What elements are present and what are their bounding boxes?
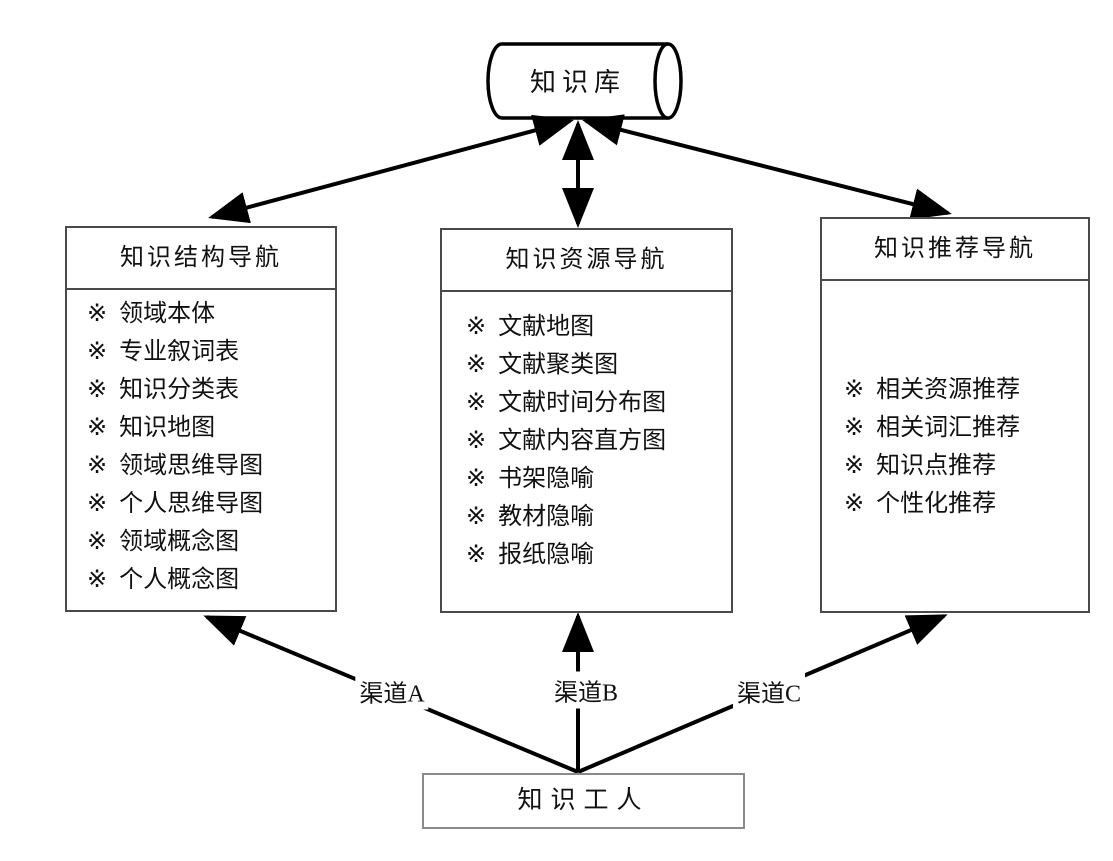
reference-mark-icon: ※ (466, 390, 487, 416)
list-item: ※ 书架隐喻 (466, 460, 731, 498)
list-item-label: 个人思维导图 (119, 491, 264, 517)
structure-navigation-box: 知识结构导航 ※ 领域本体 ※ 专业叙词表 ※ 知识分类表 ※ 知识地图 ※ 领域思维导图 ※ 个人思… (65, 226, 337, 612)
reference-mark-icon: ※ (87, 453, 108, 479)
list-item: ※ 相关资源推荐 (844, 371, 1088, 409)
knowledge-worker-label: 知识工人 (517, 787, 650, 814)
list-item: ※ 领域概念图 (87, 523, 335, 561)
list-item: ※ 文献时间分布图 (466, 384, 731, 422)
list-item: ※ 文献地图 (466, 308, 731, 346)
list-item-label: 个性化推荐 (876, 491, 997, 517)
list-item: ※ 领域本体 (87, 295, 335, 333)
knowledge-base-label: 知识库 (529, 68, 626, 97)
list-item-label: 专业叙词表 (119, 339, 240, 365)
list-item: ※ 文献内容直方图 (466, 422, 731, 460)
list-item-label: 领域概念图 (119, 529, 240, 555)
list-item-label: 文献内容直方图 (498, 428, 667, 454)
reference-mark-icon: ※ (87, 377, 108, 403)
list-item: ※ 报纸隐喻 (466, 536, 731, 574)
structure-navigation-title: 知识结构导航 (67, 228, 335, 290)
structure-navigation-item-list: ※ 领域本体 ※ 专业叙词表 ※ 知识分类表 ※ 知识地图 ※ 领域思维导图 ※ 个人思维导图 ※ 领域概… (67, 290, 335, 599)
resource-navigation-title: 知识资源导航 (442, 230, 731, 292)
list-item-label: 书架隐喻 (498, 466, 595, 492)
channel-a-label: 渠道A (355, 672, 429, 710)
list-item-label: 知识点推荐 (876, 453, 997, 479)
reference-mark-icon: ※ (466, 428, 487, 454)
list-item-label: 报纸隐喻 (498, 542, 595, 568)
reference-mark-icon: ※ (87, 339, 108, 365)
list-item-label: 文献地图 (498, 314, 595, 340)
list-item-label: 领域思维导图 (119, 453, 264, 479)
knowledge-worker-box: 知识工人 (422, 773, 745, 829)
list-item: ※ 个性化推荐 (844, 485, 1088, 523)
list-item-label: 知识地图 (119, 415, 216, 441)
list-item: ※ 个人概念图 (87, 561, 335, 599)
recommend-navigation-title: 知识推荐导航 (822, 219, 1088, 281)
reference-mark-icon: ※ (87, 415, 108, 441)
reference-mark-icon: ※ (87, 529, 108, 555)
list-item: ※ 专业叙词表 (87, 333, 335, 371)
resource-navigation-box: 知识资源导航 ※文献地图※文献聚类图※文献时间分布图※文献内容直方图※书架隐喻※… (440, 228, 733, 613)
list-item-label: 教材隐喻 (498, 504, 595, 530)
list-item-label: 相关词汇推荐 (876, 415, 1021, 441)
reference-mark-icon: ※ (466, 314, 487, 340)
list-item-label: 领域本体 (119, 301, 216, 327)
reference-mark-icon: ※ (87, 491, 108, 517)
list-item: ※ 个人思维导图 (87, 485, 335, 523)
list-item-label: 个人概念图 (119, 567, 240, 593)
recommend-navigation-item-list: ※ 相关资源推荐 ※ 相关词汇推荐 ※ 知识点推荐 ※ 个性化推荐 (822, 281, 1088, 523)
list-item-label: 相关资源推荐 (876, 377, 1021, 403)
resource-navigation-item-list: ※ 文献地图 ※ 文献聚类图 ※ 文献时间分布图 ※ 文献内容直方图 ※ 书架隐喻 ※ 教材隐喻 ※ 报纸… (442, 292, 731, 574)
reference-mark-icon: ※ (844, 453, 865, 479)
reference-mark-icon: ※ (466, 352, 487, 378)
arrow-kb-recommend-nav (582, 114, 952, 220)
list-item-label: 文献聚类图 (498, 352, 619, 378)
list-item: ※ 知识点推荐 (844, 447, 1088, 485)
list-item: ※ 文献聚类图 (466, 346, 731, 384)
arrow-kb-structure-nav (208, 114, 574, 224)
reference-mark-icon: ※ (466, 542, 487, 568)
reference-mark-icon: ※ (844, 491, 865, 517)
reference-mark-icon: ※ (466, 504, 487, 530)
reference-mark-icon: ※ (87, 567, 108, 593)
channel-c-label: 渠道C (732, 672, 806, 710)
recommend-navigation-box: 知识推荐导航 ※ 相关资源推荐 ※ 相关词汇推荐 ※ 知识点推荐 ※ 个性化推荐 (820, 217, 1090, 613)
reference-mark-icon: ※ (844, 415, 865, 441)
reference-mark-icon: ※ (844, 377, 865, 403)
list-item: ※ 知识地图 (87, 409, 335, 447)
list-item-label: 文献时间分布图 (498, 390, 667, 416)
list-item: ※ 知识分类表 (87, 371, 335, 409)
channel-b-label: 渠道B (549, 671, 623, 709)
list-item: ※ 教材隐喻 (466, 498, 731, 536)
list-item-label: 知识分类表 (119, 377, 240, 403)
list-item: ※ 相关词汇推荐 (844, 409, 1088, 447)
list-item: ※ 领域思维导图 (87, 447, 335, 485)
reference-mark-icon: ※ (466, 466, 487, 492)
reference-mark-icon: ※ (87, 301, 108, 327)
